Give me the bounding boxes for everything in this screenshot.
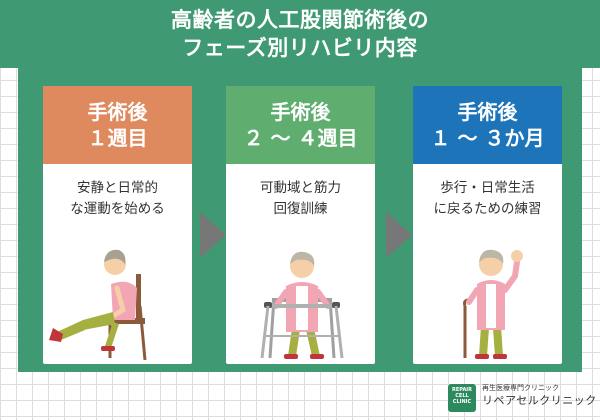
phase-title: 手術後	[87, 100, 148, 124]
clinic-credit: 再生医療専門クリニック リペアセルクリニック	[482, 383, 597, 409]
phase-description: 歩行・日常生活 に戻るための練習	[413, 178, 562, 220]
cane-waving-illustration	[463, 249, 523, 359]
clinic-tagline: 再生医療専門クリニック	[482, 384, 559, 392]
logo-line-1: REPAIR	[451, 387, 473, 393]
logo-line-2: CELL	[455, 393, 469, 399]
phase-period: １ 〜 ３か月	[430, 126, 545, 150]
description-line-2: に戻るための練習	[433, 201, 542, 217]
phase-card-header: 手術後 １ 〜 ３か月	[413, 86, 562, 164]
phase-description: 安静と日常的 な運動を始める	[43, 178, 192, 220]
description-line-1: 可動域と筋力	[260, 180, 341, 196]
phase-description: 可動域と筋力 回復訓練	[226, 178, 375, 220]
phase-title: 手術後	[457, 100, 518, 124]
title-line-2: フェーズ別リハビリ内容	[182, 36, 418, 60]
clinic-name: リペアセルクリニック	[482, 394, 597, 407]
phase-card-header: 手術後 １週目	[43, 86, 192, 164]
logo-line-3: CLINIC	[452, 399, 472, 405]
title-line-1: 高齢者の人工股関節術後の	[171, 8, 429, 32]
arrow-right-icon	[386, 212, 412, 258]
description-line-2: な運動を始める	[70, 201, 165, 217]
phase-period: ２ 〜 ４週目	[243, 126, 358, 150]
phase-card-week-1: 手術後 １週目 安静と日常的 な運動を始める	[43, 86, 192, 364]
walker-walking-illustration	[260, 251, 344, 359]
clinic-logo: REPAIR CELL CLINIC	[448, 384, 476, 412]
phase-card-weeks-2-4: 手術後 ２ 〜 ４週目 可動域と筋力 回復訓練	[226, 86, 375, 364]
seated-leg-raise-illustration	[49, 249, 147, 360]
description-line-1: 安静と日常的	[77, 180, 158, 196]
arrow-right-icon	[200, 212, 226, 258]
description-line-2: 回復訓練	[273, 201, 328, 217]
phase-period: １週目	[87, 126, 148, 150]
phase-title: 手術後	[270, 100, 331, 124]
phase-card-months-1-3: 手術後 １ 〜 ３か月 歩行・日常生活 に戻るための練習	[413, 86, 562, 364]
description-line-1: 歩行・日常生活	[440, 180, 535, 196]
phase-card-header: 手術後 ２ 〜 ４週目	[226, 86, 375, 164]
title-banner: 高齢者の人工股関節術後の フェーズ別リハビリ内容	[0, 0, 600, 68]
